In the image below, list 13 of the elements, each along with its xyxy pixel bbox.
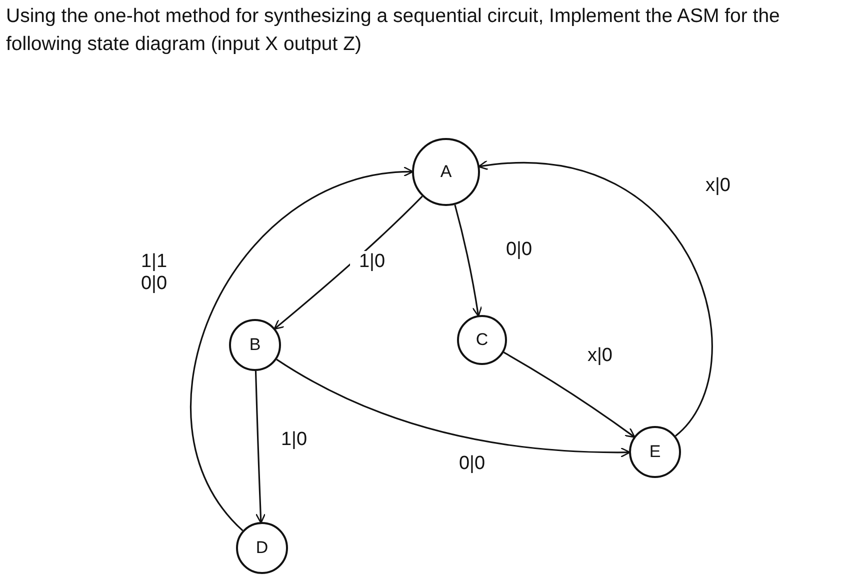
- transition-arrow: [276, 358, 631, 458]
- state-circle: E: [629, 426, 681, 478]
- transition-arrow: [190, 167, 414, 532]
- state-circle: A: [412, 138, 480, 206]
- state-circle: D: [236, 522, 288, 574]
- state-circle: C: [457, 315, 507, 365]
- question-text: Using the one-hot method for synthesizing a sequential circuit, Implement the ASM for the following state diagram (input X output Z): [6, 4, 781, 57]
- transition-arrow: [503, 352, 636, 438]
- transition-arrow: [274, 196, 423, 330]
- state-circle: B: [229, 319, 281, 371]
- transition-arrow: [254, 370, 266, 524]
- transition-arrow: [478, 160, 712, 437]
- transition-arrow: [454, 204, 482, 317]
